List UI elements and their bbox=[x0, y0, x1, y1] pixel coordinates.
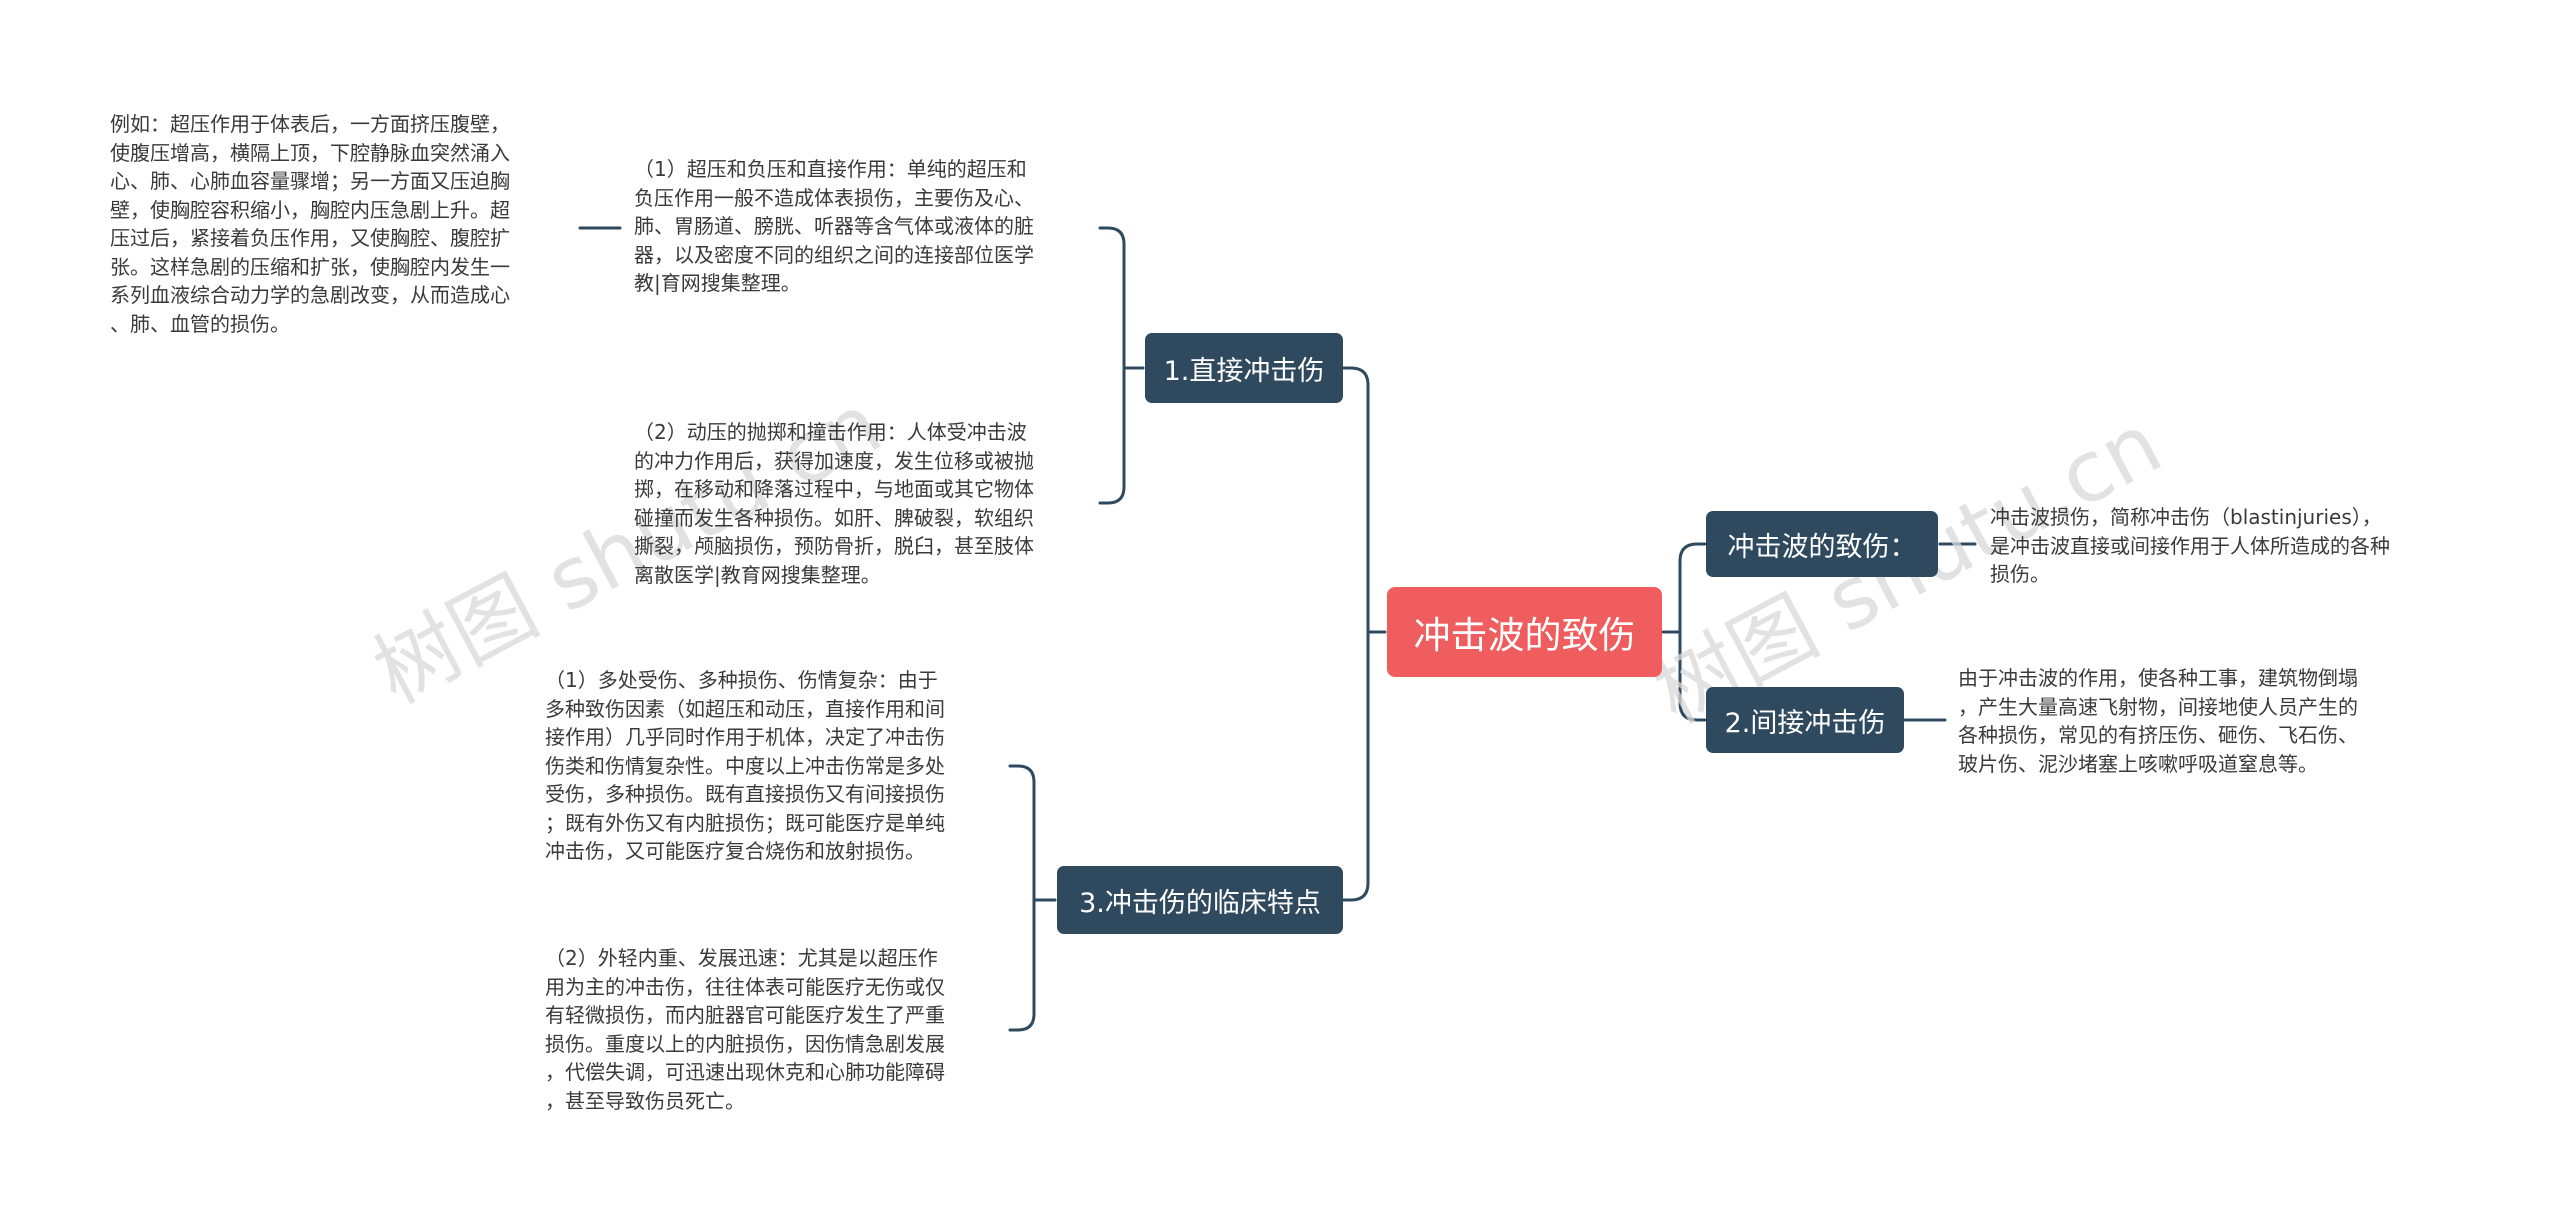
link-direct-1 bbox=[1098, 226, 1126, 370]
branch-indirect-injury[interactable]: 2.间接冲击伤 bbox=[1706, 687, 1904, 753]
branch-direct-injury[interactable]: 1.直接冲击伤 bbox=[1145, 333, 1343, 403]
link-root-clinical bbox=[1340, 630, 1370, 902]
link-direct-2 bbox=[1098, 366, 1126, 505]
link-clinical-2 bbox=[1008, 898, 1036, 1032]
link-root-indirect bbox=[1678, 630, 1707, 722]
branch-injury-cause[interactable]: 冲击波的致伤： bbox=[1706, 511, 1938, 577]
link-clinical-1 bbox=[1008, 764, 1036, 902]
text-clinical-outer-light: （2）外轻内重、发展迅速：尤其是以超压作 用为主的冲击伤，往往体表可能医疗无伤或… bbox=[545, 946, 945, 1113]
text-direct-dynamic-pressure: （2）动压的抛掷和撞击作用：人体受冲击波 的冲力作用后，获得加速度，发生位移或被… bbox=[634, 420, 1034, 587]
root-node[interactable]: 冲击波的致伤 bbox=[1387, 587, 1662, 677]
link-root-direct bbox=[1340, 366, 1370, 634]
text-indirect-definition: 由于冲击波的作用，使各种工事，建筑物倒塌 ，产生大量高速飞射物，间接地使人员产生… bbox=[1958, 666, 2358, 776]
link-root-cause bbox=[1678, 542, 1707, 634]
text-direct-overpressure: （1）超压和负压和直接作用：单纯的超压和 负压作用一般不造成体表损伤，主要伤及心… bbox=[634, 157, 1034, 295]
text-clinical-multiple: （1）多处受伤、多种损伤、伤情复杂：由于 多种致伤因素（如超压和动压，直接作用和… bbox=[545, 668, 945, 863]
text-direct-example: 例如：超压作用于体表后，一方面挤压腹壁， 使腹压增高，横隔上顶，下腔静脉血突然涌… bbox=[110, 112, 510, 336]
text-cause-definition: 冲击波损伤，简称冲击伤（blastinjuries）， 是冲击波直接或间接作用于… bbox=[1990, 505, 2390, 586]
branch-clinical-features[interactable]: 3.冲击伤的临床特点 bbox=[1057, 866, 1343, 934]
